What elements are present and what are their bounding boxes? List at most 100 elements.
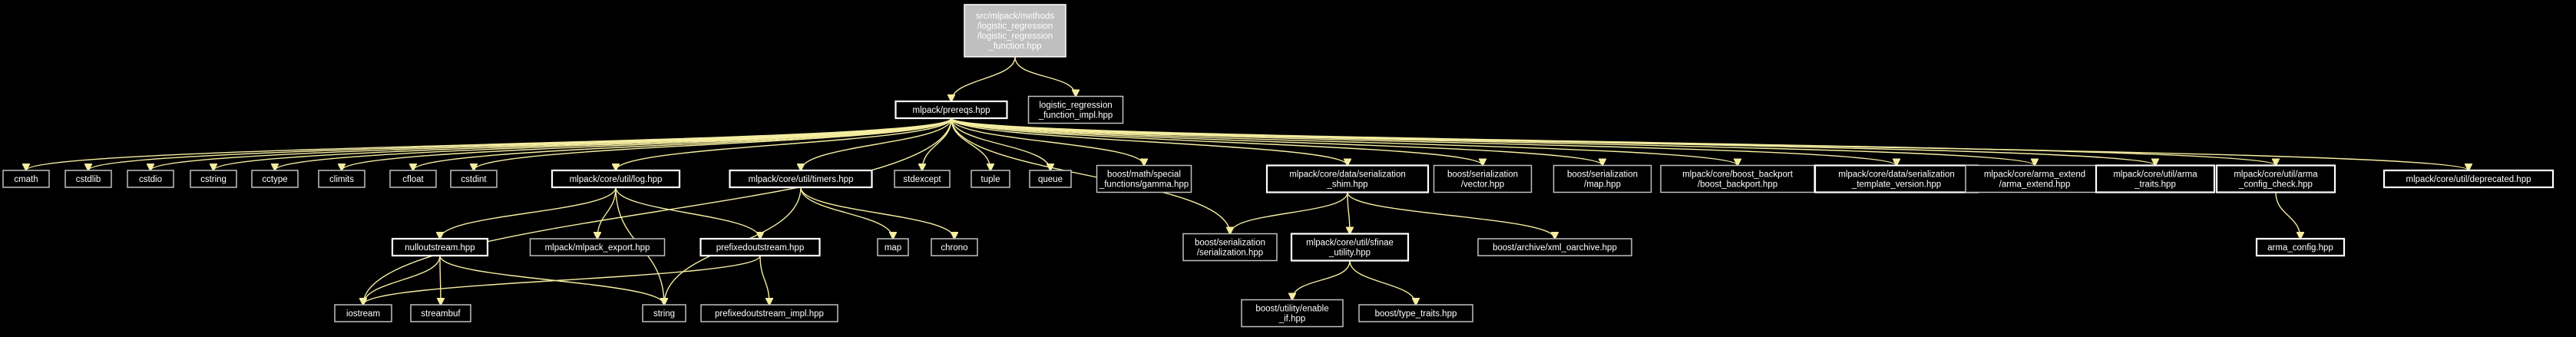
node-sfinae[interactable]: mlpack/core/util/sfinae_utility.hpp xyxy=(1290,233,1410,262)
node-arma-traits[interactable]: mlpack/core/util/arma_traits.hpp xyxy=(2095,164,2216,193)
edge-shim-to-boost-serialization xyxy=(1230,192,1348,234)
node-box xyxy=(642,304,686,322)
edge-prereqs-to-cstdlib xyxy=(88,117,952,170)
edge-prereqs-to-arma-extend xyxy=(951,117,2035,166)
node-box xyxy=(1096,164,1192,193)
edge-prereqs-to-cstring xyxy=(213,117,952,170)
nodes: src/mlpack/methods/logistic_regression/l… xyxy=(2,4,2555,328)
edge-prereqs-to-cstdint xyxy=(474,117,952,170)
node-log[interactable]: mlpack/core/util/log.hpp xyxy=(551,169,681,189)
node-box xyxy=(389,170,437,188)
node-box xyxy=(391,237,489,257)
node-box xyxy=(1182,233,1278,262)
edge-log-to-export xyxy=(597,187,617,239)
node-box xyxy=(971,170,1010,188)
node-box xyxy=(931,238,978,256)
node-chrono: chrono xyxy=(931,238,978,256)
node-box xyxy=(2215,164,2336,193)
node-label: _function_impl.hpp xyxy=(1038,111,1113,121)
edge-log-to-nulloutstream xyxy=(440,187,617,239)
edge-prereqs-to-boost-serialization xyxy=(951,117,1230,234)
node-box xyxy=(699,237,821,257)
node-box xyxy=(2383,169,2555,189)
node-prefixedoutstream-impl: prefixedoutstream_impl.hpp xyxy=(700,304,838,322)
node-box xyxy=(450,170,498,188)
node-box xyxy=(1553,164,1652,193)
node-label: mlpack/core/arma_extend xyxy=(1984,170,2085,180)
node-label: boost/serialization xyxy=(1195,239,1265,248)
edge-prereqs-to-cfloat xyxy=(413,117,952,170)
node-queue: queue xyxy=(1029,170,1072,188)
node-label: _function.hpp xyxy=(987,42,1041,51)
node-label: cfloat xyxy=(402,175,424,184)
node-prereqs[interactable]: mlpack/prereqs.hpp xyxy=(894,100,1008,120)
edge-prereqs-to-iostream xyxy=(363,117,952,305)
node-enable-if: boost/utility/enable_if.hpp xyxy=(1241,299,1344,328)
node-label: mlpack/core/data/serialization xyxy=(1289,170,1406,180)
node-label: cstdio xyxy=(139,175,162,184)
node-type-traits: boost/type_traits.hpp xyxy=(1358,304,1473,322)
node-streambuf: streambuf xyxy=(410,304,471,322)
node-box xyxy=(1433,164,1533,193)
node-label: _shim.hpp xyxy=(1326,180,1367,190)
node-label: _traits.hpp xyxy=(2134,180,2176,190)
node-label: prefixedoutstream_impl.hpp xyxy=(715,309,824,319)
node-root[interactable]: src/mlpack/methods/logistic_regression/l… xyxy=(964,4,1066,58)
node-box xyxy=(1290,233,1410,262)
node-map: map xyxy=(877,238,909,256)
node-label: /vector.hpp xyxy=(1461,180,1504,190)
edges xyxy=(26,56,2469,306)
node-label: mlpack/core/util/arma xyxy=(2234,170,2318,180)
node-label: climits xyxy=(329,175,354,184)
node-nulloutstream[interactable]: nulloutstream.hpp xyxy=(391,237,489,257)
edge-prereqs-to-queue xyxy=(951,117,1050,170)
node-box xyxy=(1660,164,1815,193)
node-box xyxy=(1477,238,1632,256)
node-label: prefixedoutstream.hpp xyxy=(716,243,804,253)
node-box xyxy=(334,304,392,322)
edge-nulloutstream-to-iostream xyxy=(363,255,441,305)
node-label: cstring xyxy=(200,175,227,184)
node-label: /arma_extend.hpp xyxy=(1999,180,2071,190)
node-label: queue xyxy=(1038,175,1063,184)
node-export: mlpack/mlpack_export.hpp xyxy=(529,238,666,256)
node-label: mlpack/core/boost_backport xyxy=(1682,170,1794,180)
node-arma-config[interactable]: arma_config.hpp xyxy=(2255,237,2346,257)
edge-log-to-prefixedoutstream xyxy=(615,187,760,239)
edge-prefixedoutstream-to-prefixedoutstream-impl xyxy=(759,255,769,305)
edge-prereqs-to-deprecated xyxy=(951,117,2469,170)
node-label: mlpack/prereqs.hpp xyxy=(913,106,990,115)
node-box xyxy=(1358,304,1473,322)
node-template-version[interactable]: mlpack/core/data/serialization_template_… xyxy=(1814,164,1979,193)
node-lr-impl: logistic_regression_function_impl.hpp xyxy=(1027,95,1124,124)
node-box xyxy=(729,169,873,189)
node-cstdint: cstdint xyxy=(450,170,498,188)
node-label: cmath xyxy=(14,175,38,184)
node-shim[interactable]: mlpack/core/data/serialization_shim.hpp xyxy=(1265,164,1430,193)
node-cstdio: cstdio xyxy=(127,170,174,188)
node-label: chrono xyxy=(941,243,967,253)
edge-prereqs-to-template-version xyxy=(951,117,1896,166)
node-label: map xyxy=(885,243,901,253)
node-label: cstdint xyxy=(461,175,487,184)
node-label: _config_check.hpp xyxy=(2238,180,2313,190)
edge-shim-to-sfinae xyxy=(1348,192,1350,234)
edge-timers-to-map xyxy=(800,187,893,239)
node-timers[interactable]: mlpack/core/util/timers.hpp xyxy=(729,169,873,189)
node-label: cstdlib xyxy=(76,175,101,184)
node-backport: mlpack/core/boost_backport/boost_backpor… xyxy=(1660,164,1815,193)
node-deprecated[interactable]: mlpack/core/util/deprecated.hpp xyxy=(2383,169,2555,189)
node-box xyxy=(2095,164,2216,193)
node-box xyxy=(700,304,838,322)
node-box xyxy=(894,100,1008,120)
node-label: mlpack/core/util/arma xyxy=(2113,170,2197,180)
edge-root-to-lr-impl xyxy=(1014,56,1076,97)
node-prefixedoutstream[interactable]: prefixedoutstream.hpp xyxy=(699,237,821,257)
node-arma-config-check[interactable]: mlpack/core/util/arma_config_check.hpp xyxy=(2215,164,2336,193)
node-label: mlpack/core/util/timers.hpp xyxy=(749,175,854,184)
node-label: _template_version.hpp xyxy=(1851,180,1941,190)
edge-prereqs-to-cstdio xyxy=(150,117,952,170)
edge-nulloutstream-to-streambuf xyxy=(440,255,441,305)
edge-sfinae-to-type-traits xyxy=(1349,260,1416,306)
